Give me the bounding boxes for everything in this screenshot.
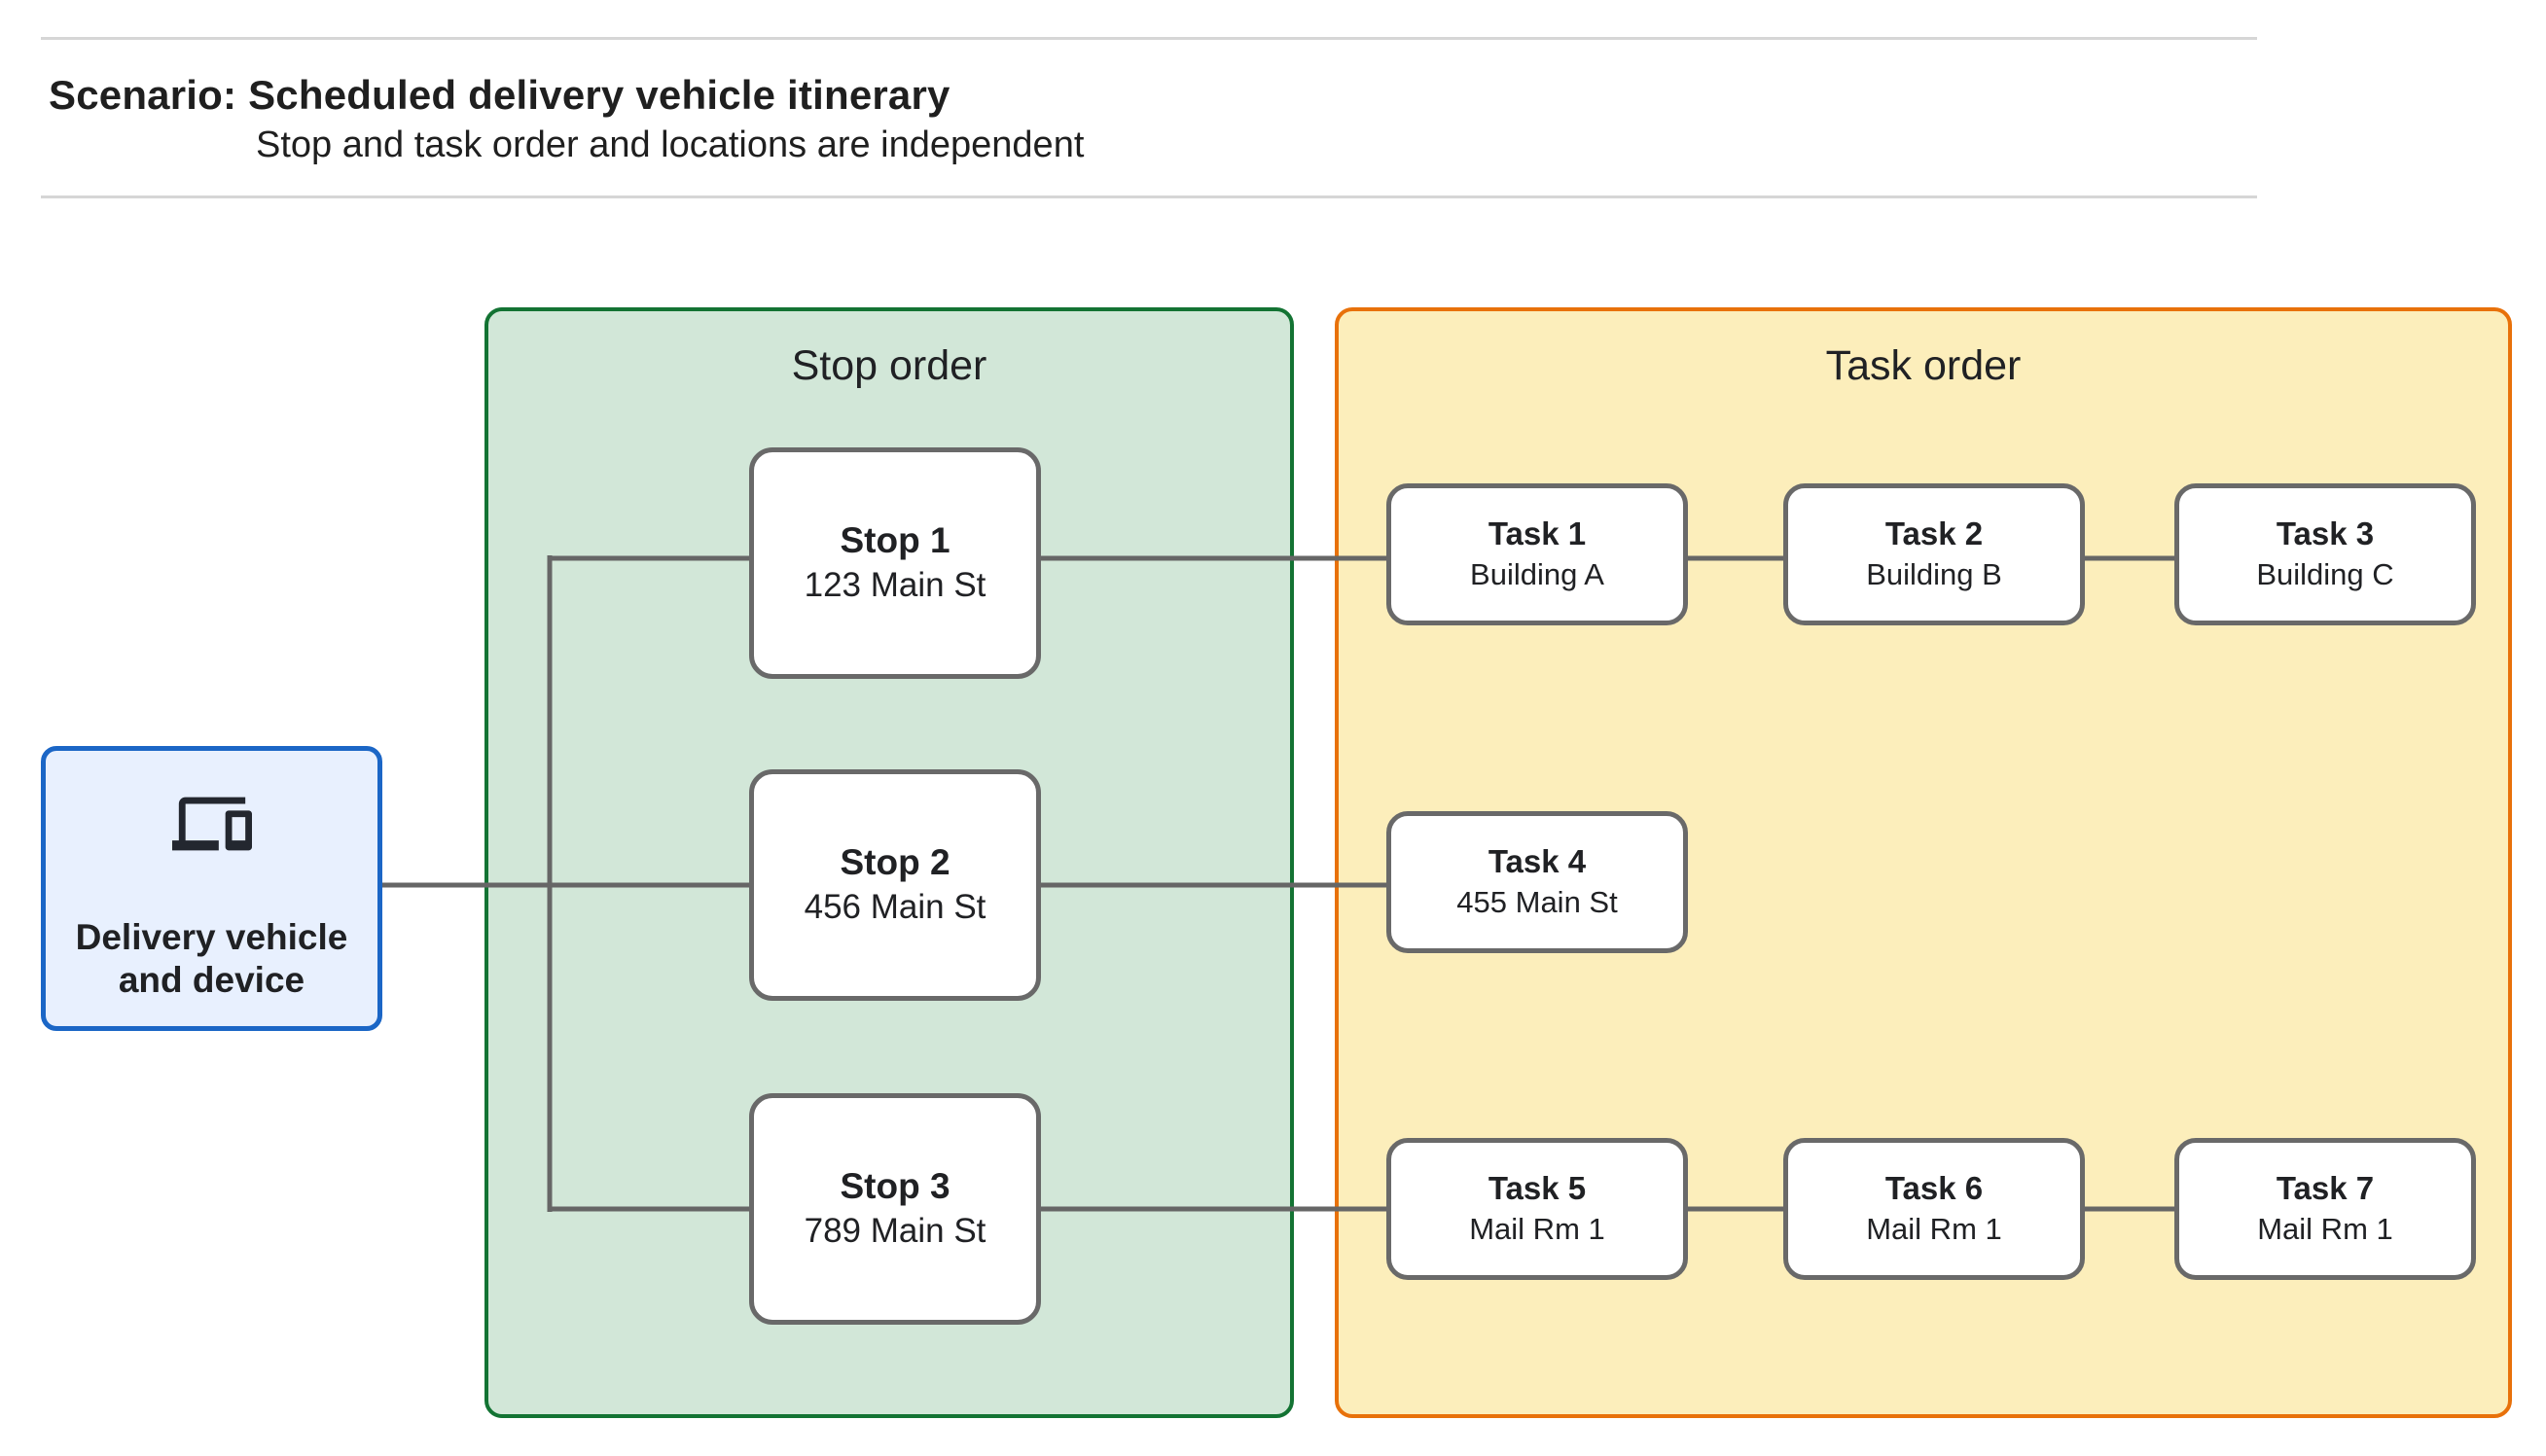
task-location: Building B xyxy=(1866,557,2002,591)
stop-name: Stop 1 xyxy=(840,520,950,560)
page-title: Scenario: Scheduled delivery vehicle iti… xyxy=(49,72,950,118)
delivery-vehicle-box: Delivery vehicle and device xyxy=(41,746,382,1031)
stop-location: 456 Main St xyxy=(804,888,986,926)
task-3-node: Task 3 Building C xyxy=(2174,483,2476,625)
page-subtitle: Stop and task order and locations are in… xyxy=(256,124,1085,165)
task-location: Building A xyxy=(1470,557,1604,591)
stop-2-node: Stop 2 456 Main St xyxy=(749,769,1041,1001)
task-name: Task 3 xyxy=(2276,515,2375,551)
header-divider xyxy=(41,195,2257,198)
task-location: Mail Rm 1 xyxy=(2257,1212,2393,1246)
task-name: Task 2 xyxy=(1884,515,1984,551)
task-panel-title: Task order xyxy=(1825,342,2022,389)
stop-1-node: Stop 1 123 Main St xyxy=(749,447,1041,679)
stop-3-node: Stop 3 789 Main St xyxy=(749,1093,1041,1325)
devices-icon xyxy=(171,797,252,851)
top-divider xyxy=(41,37,2257,40)
task-name: Task 4 xyxy=(1488,843,1587,879)
device-box-label: Delivery vehicle and device xyxy=(76,916,348,1002)
task-location: Building C xyxy=(2256,557,2394,591)
task-6-node: Task 6 Mail Rm 1 xyxy=(1783,1138,2085,1280)
task-name: Task 1 xyxy=(1488,515,1587,551)
task-7-node: Task 7 Mail Rm 1 xyxy=(2174,1138,2476,1280)
task-name: Task 5 xyxy=(1488,1170,1587,1206)
task-name: Task 7 xyxy=(2276,1170,2375,1206)
stop-location: 789 Main St xyxy=(804,1212,986,1250)
stop-name: Stop 3 xyxy=(840,1166,950,1206)
task-2-node: Task 2 Building B xyxy=(1783,483,2085,625)
task-name: Task 6 xyxy=(1884,1170,1984,1206)
task-1-node: Task 1 Building A xyxy=(1386,483,1688,625)
stop-location: 123 Main St xyxy=(804,566,986,604)
stop-panel-title: Stop order xyxy=(791,342,987,389)
stop-name: Stop 2 xyxy=(840,842,950,882)
device-box-label-line2: and device xyxy=(118,960,305,1000)
task-location: Mail Rm 1 xyxy=(1469,1212,1605,1246)
task-location: 455 Main St xyxy=(1456,885,1618,919)
task-location: Mail Rm 1 xyxy=(1866,1212,2002,1246)
task-5-node: Task 5 Mail Rm 1 xyxy=(1386,1138,1688,1280)
device-box-label-line1: Delivery vehicle xyxy=(75,917,348,957)
task-4-node: Task 4 455 Main St xyxy=(1386,811,1688,953)
